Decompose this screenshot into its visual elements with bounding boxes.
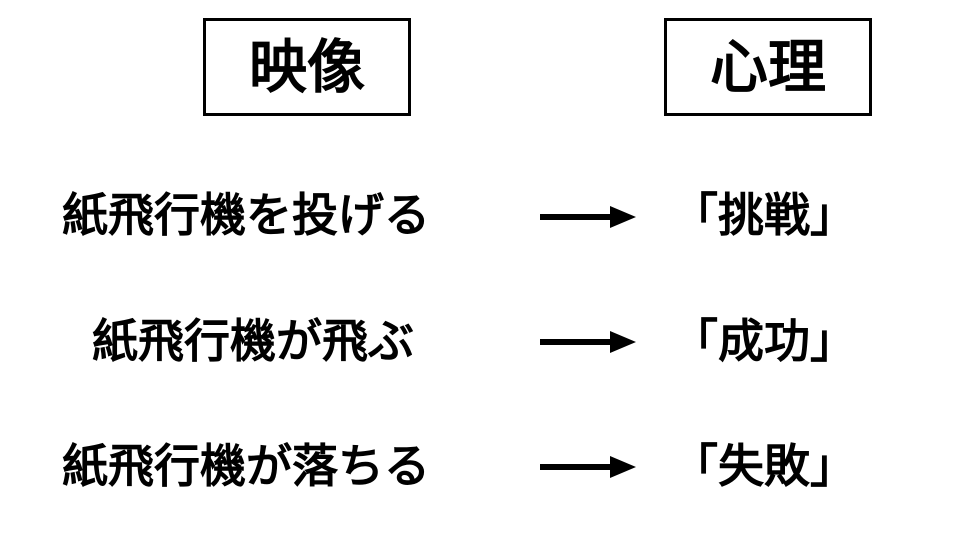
header-psychology-label: 心理 xyxy=(709,33,826,101)
row-1-psychology-label: 「挑戦」 xyxy=(672,188,856,242)
row-1-image-label: 紙飛行機を投げる xyxy=(62,188,430,242)
row-3-psychology-label: 「失敗」 xyxy=(672,439,856,493)
right-arrow-icon xyxy=(540,456,636,478)
row-2-image-label: 紙飛行機が飛ぶ xyxy=(92,314,414,368)
header-image-box: 映像 xyxy=(203,18,411,116)
header-image-label: 映像 xyxy=(248,33,365,101)
header-psychology-box: 心理 xyxy=(664,18,872,116)
right-arrow-icon xyxy=(540,331,636,353)
row-2-psychology-label: 「成功」 xyxy=(672,314,856,368)
right-arrow-icon xyxy=(540,206,636,228)
row-3-image-label: 紙飛行機が落ちる xyxy=(62,439,430,493)
